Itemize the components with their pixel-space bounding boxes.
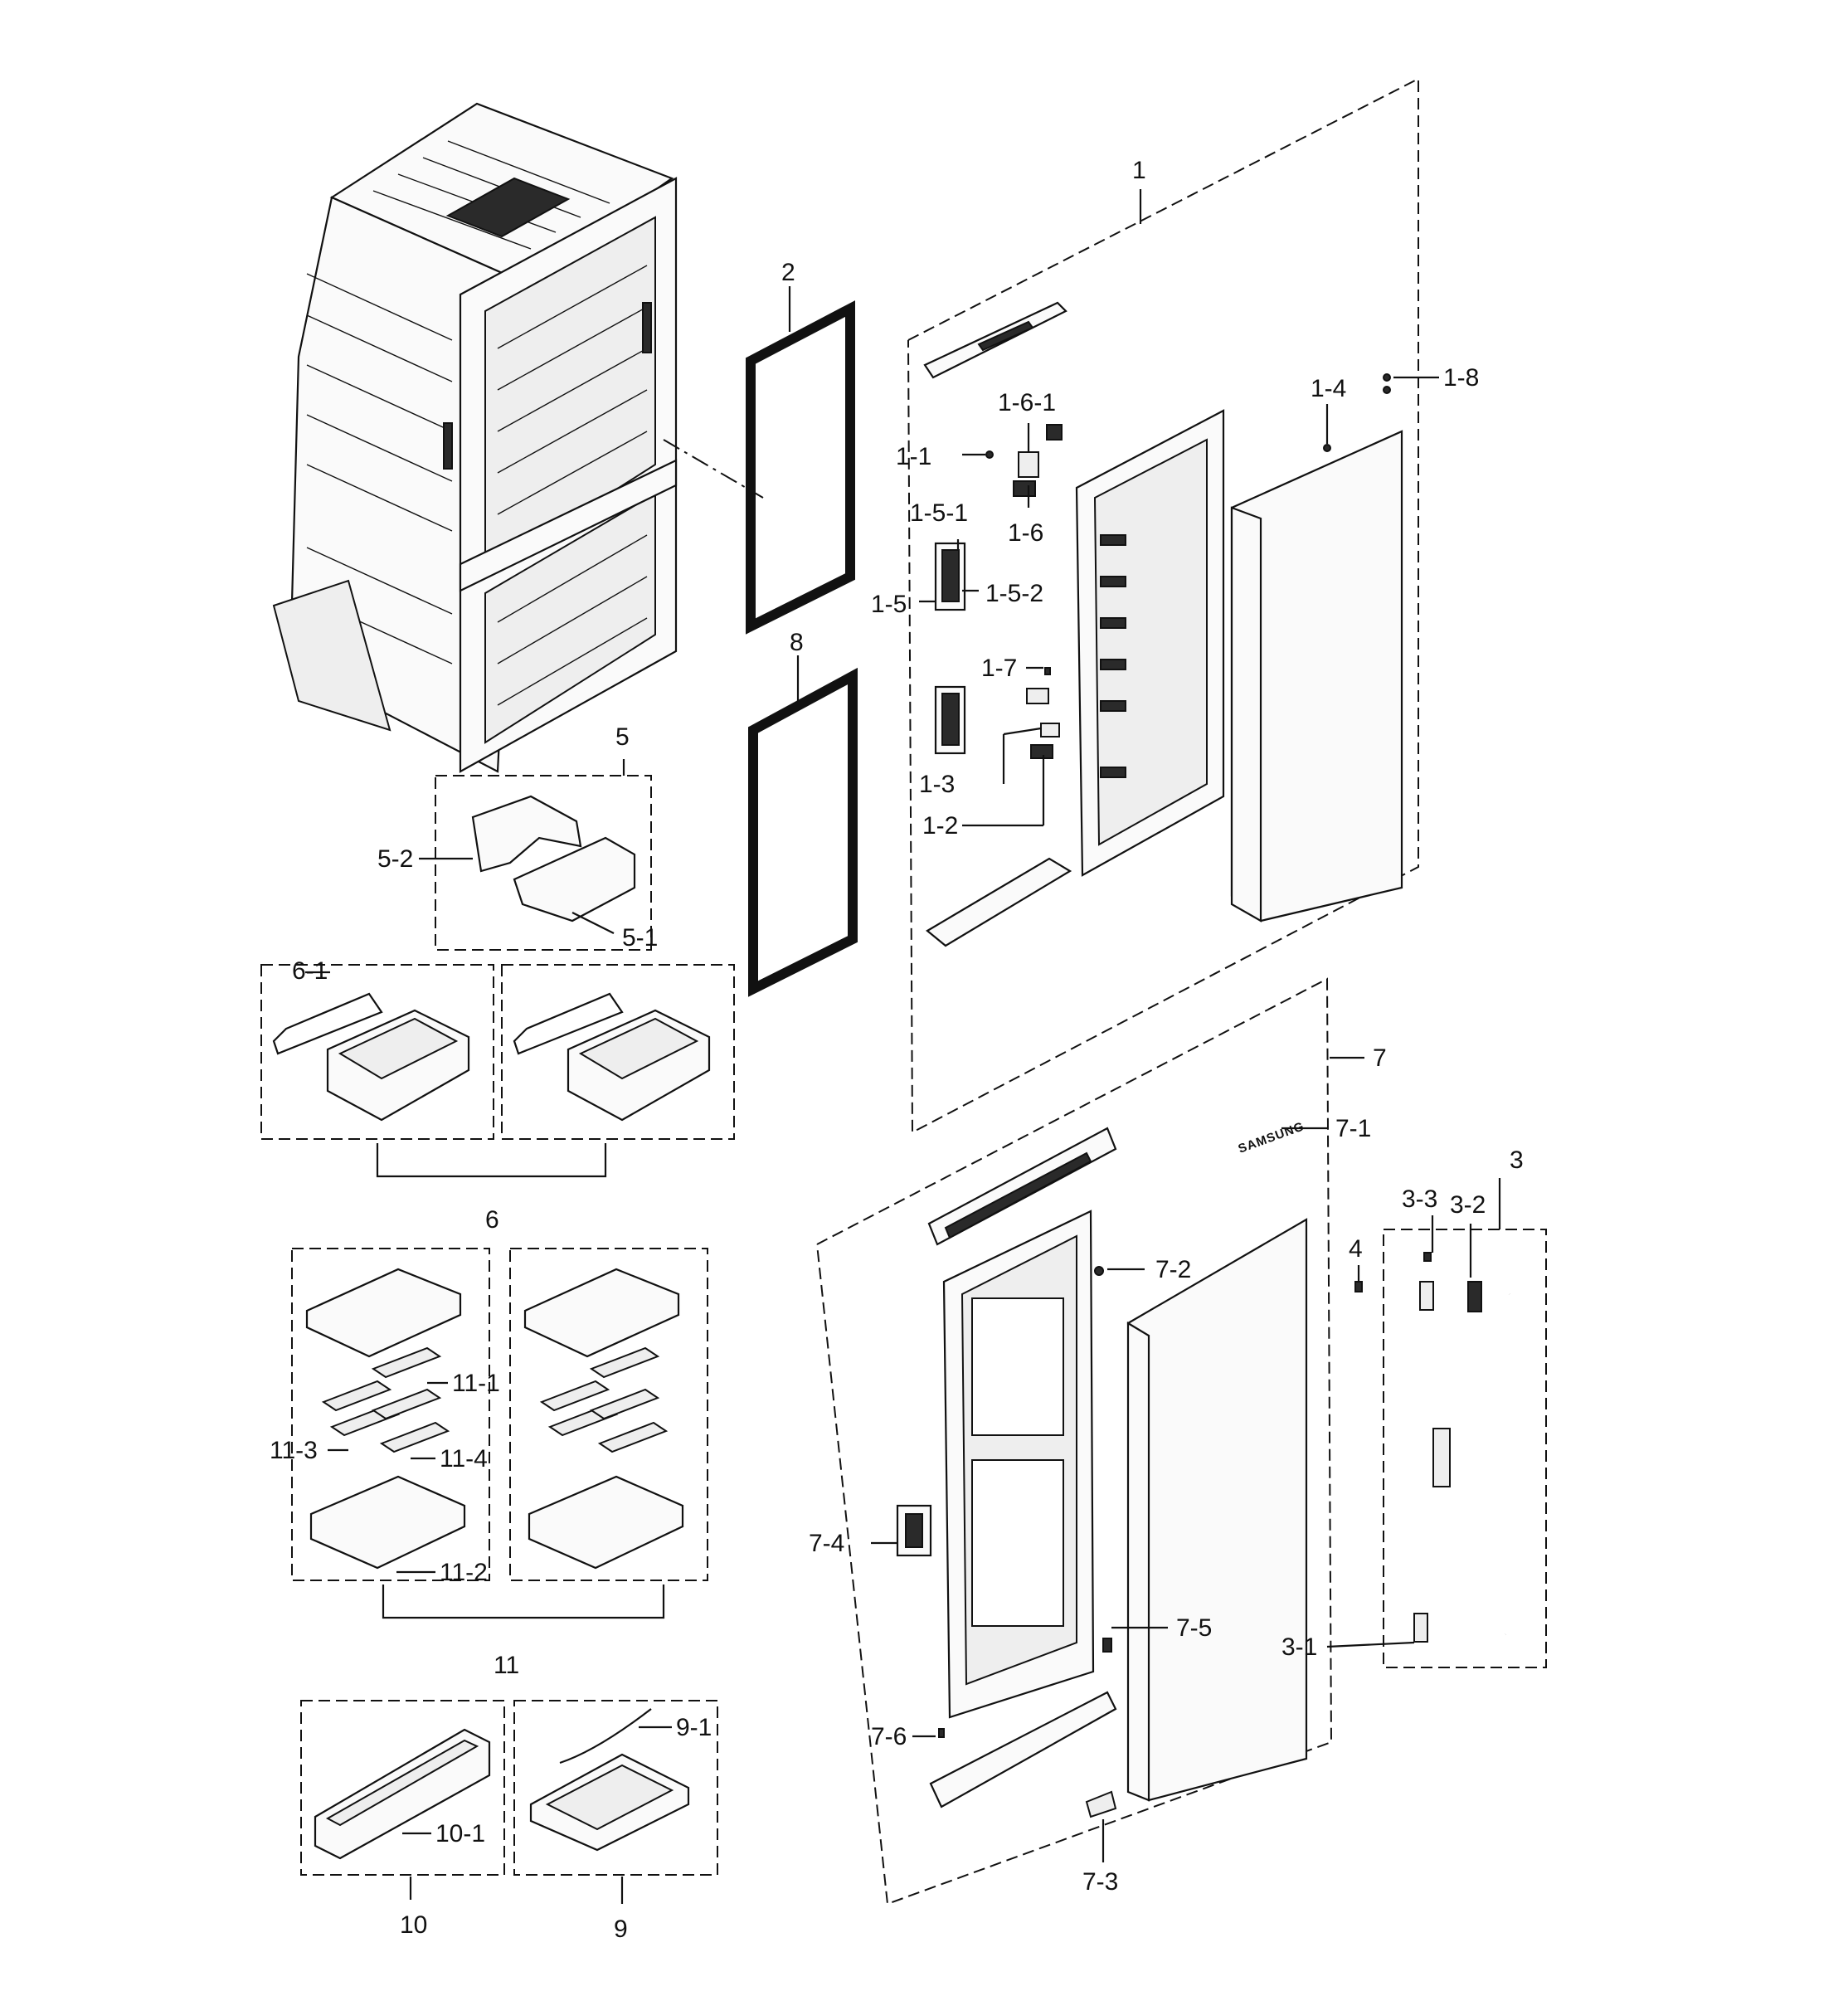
small-hinge-parts-1: [1026, 667, 1060, 759]
door-7-cap-top: [927, 1127, 1117, 1246]
callout-1-5-1: 1-5-1: [910, 499, 968, 527]
basket-6-right: [513, 992, 711, 1122]
screw-1-8-b: [1383, 386, 1391, 394]
callout-8: 8: [790, 629, 804, 656]
door-handle: [1501, 1292, 1529, 1636]
callout-7-2: 7-2: [1155, 1256, 1191, 1283]
callout-9-1: 9-1: [676, 1714, 712, 1741]
callout-1-6: 1-6: [1008, 519, 1043, 547]
door-bin-10: [314, 1728, 491, 1860]
leader-lines: [305, 189, 1501, 1862]
callout-1-3: 1-3: [919, 771, 955, 798]
shelf-assembly-11-left: [305, 1268, 466, 1570]
basket-6-left: [272, 992, 470, 1122]
assembly-1-boundary: [907, 77, 1419, 1134]
callout-1-4: 1-4: [1311, 375, 1346, 402]
assembly-9-boundary: [513, 1700, 718, 1876]
callout-4: 4: [1349, 1235, 1363, 1263]
screw-1-8-a: [1383, 373, 1391, 382]
callout-5-1: 5-1: [622, 924, 658, 952]
door-7-outer-panel: [1126, 1218, 1308, 1802]
dispenser-cover-7-4: [896, 1504, 932, 1557]
door-gasket-upper: [746, 300, 855, 635]
cap-7-6: [938, 1728, 945, 1738]
door-7-inner-frame: [942, 1210, 1095, 1719]
callout-1-7: 1-7: [981, 655, 1017, 682]
callout-7: 7: [1373, 1044, 1387, 1072]
bracket-6: [376, 1143, 607, 1178]
bracket-11: [382, 1585, 665, 1619]
callout-7-4: 7-4: [809, 1530, 844, 1557]
callout-1: 1: [1132, 157, 1146, 184]
handle-bracket-3-3: [1419, 1281, 1434, 1311]
guard-bin-5: [471, 795, 636, 922]
door-bin-cover-1-5: [934, 542, 966, 755]
hinge-parts-1: [985, 424, 1063, 497]
door-bin-9: [529, 1708, 690, 1852]
assembly-6-right-boundary: [501, 964, 735, 1140]
callout-labels: 1 2 8 1-1 1-6-1 1-6 1-5-1 1-5 1-5-2 1-7 …: [270, 157, 1524, 1943]
screw-3-3: [1423, 1252, 1432, 1262]
callout-1-6-1: 1-6-1: [998, 389, 1056, 416]
callout-2: 2: [781, 259, 795, 286]
assembly-6-left-boundary: [260, 964, 494, 1140]
callout-5-2: 5-2: [377, 845, 413, 873]
assembly-11-left-boundary: [291, 1248, 490, 1581]
door-1-cap-bottom: [926, 857, 1072, 947]
refrigerator-cabinet: [272, 102, 678, 773]
assembly-5-boundary: [435, 775, 652, 951]
callout-1-1: 1-1: [896, 443, 931, 470]
callout-1-2: 1-2: [922, 812, 958, 840]
door-1-outer-panel: [1230, 430, 1403, 922]
callout-1-8: 1-8: [1443, 364, 1479, 392]
door-1-inner-liner: [1075, 409, 1225, 877]
handle-bracket-mid: [1432, 1428, 1451, 1487]
screw-7-2: [1094, 1266, 1104, 1276]
callout-3: 3: [1510, 1146, 1524, 1174]
handle-bracket-3-2: [1467, 1281, 1482, 1312]
hinge-pin-7-5: [1102, 1638, 1112, 1653]
callout-7-5: 7-5: [1176, 1614, 1212, 1642]
callout-10-1: 10-1: [435, 1820, 485, 1847]
callout-10: 10: [400, 1911, 427, 1939]
callout-1-5: 1-5: [871, 591, 907, 618]
callout-7-6: 7-6: [871, 1723, 907, 1750]
screw-4: [1354, 1281, 1363, 1292]
callout-11-1: 11-1: [452, 1370, 500, 1397]
door-gasket-lower: [748, 667, 858, 997]
callout-6: 6: [485, 1206, 499, 1234]
shelf-assembly-11-right: [523, 1268, 684, 1570]
brand-marking: SAMSUNG: [1237, 1119, 1306, 1156]
callout-9: 9: [614, 1916, 628, 1943]
callout-11-3: 11-3: [270, 1437, 318, 1464]
callout-3-2: 3-2: [1450, 1191, 1486, 1219]
callout-7-3: 7-3: [1082, 1868, 1118, 1896]
callout-11: 11: [494, 1652, 519, 1679]
callout-1-5-2: 1-5-2: [985, 580, 1043, 607]
door-1-cap-top: [923, 301, 1067, 379]
assembly-11-right-boundary: [509, 1248, 708, 1581]
callout-6-1: 6-1: [292, 957, 328, 985]
callout-11-2: 11-2: [440, 1559, 488, 1586]
callout-5: 5: [615, 723, 630, 751]
assembly-3-boundary: [1383, 1229, 1547, 1668]
callout-7-1: 7-1: [1335, 1115, 1371, 1142]
cap-plug: [1323, 444, 1331, 452]
hinge-7-3: [1085, 1790, 1117, 1818]
assembly-7-boundary: [816, 977, 1333, 1906]
callout-3-3: 3-3: [1402, 1185, 1437, 1213]
callout-3-1: 3-1: [1281, 1633, 1317, 1661]
callout-11-4: 11-4: [440, 1445, 488, 1473]
handle-bracket-3-1: [1413, 1613, 1428, 1643]
door-7-cap-bottom: [929, 1691, 1117, 1808]
assembly-10-boundary: [300, 1700, 505, 1876]
